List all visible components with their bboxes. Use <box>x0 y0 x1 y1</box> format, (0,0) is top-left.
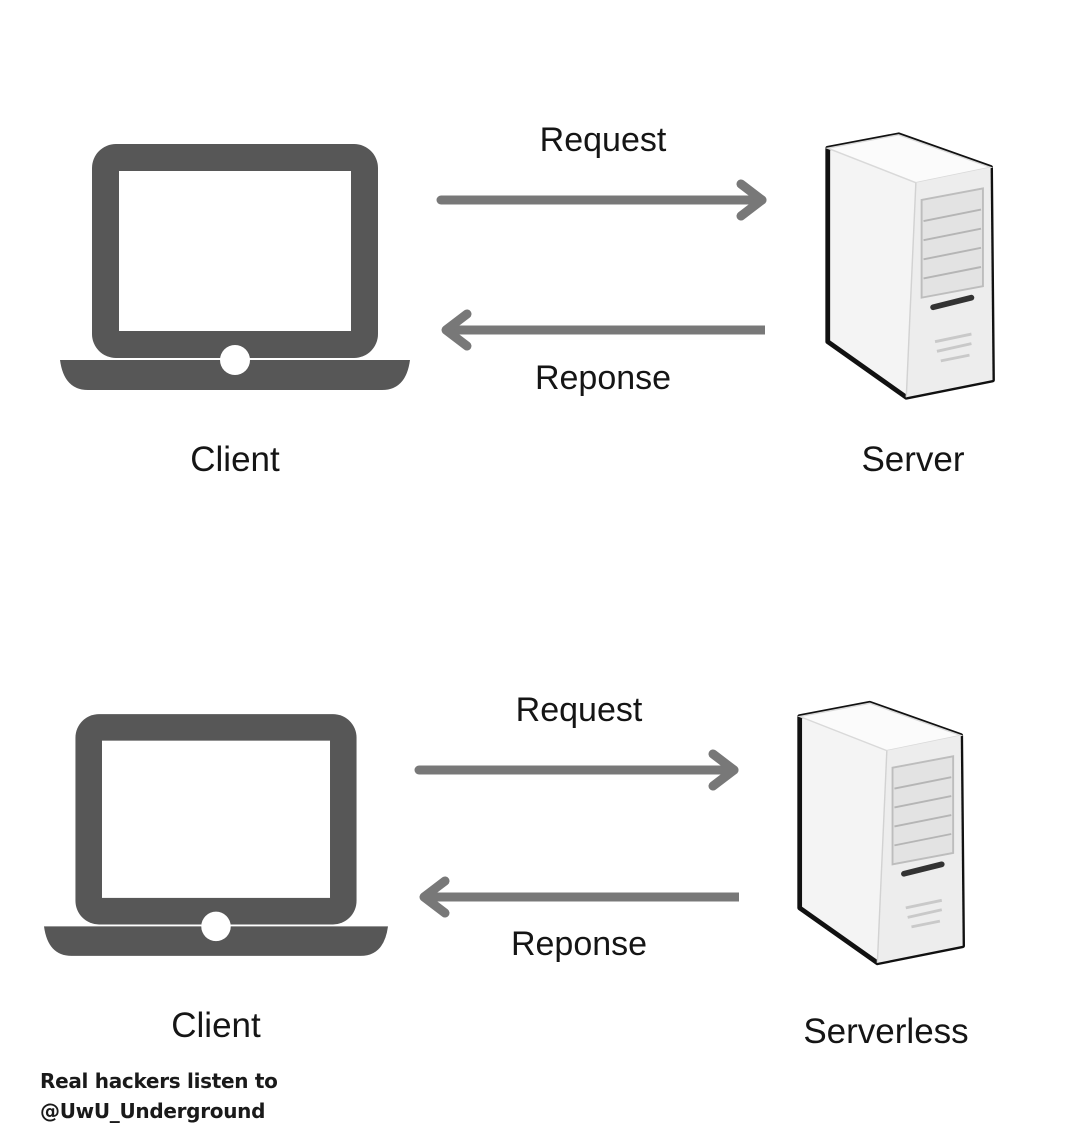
client-server-diagram: Request Reponse Client Server <box>0 0 1080 560</box>
laptop-icon <box>44 712 388 958</box>
serverless-label: Serverless <box>803 1012 969 1051</box>
response-label: Reponse <box>510 925 648 963</box>
credit-line-2: @UwU_Underground <box>40 1099 266 1123</box>
laptop-icon <box>60 142 410 392</box>
request-label: Request <box>539 121 667 159</box>
response-label: Reponse <box>534 359 672 397</box>
request-label: Request <box>515 691 643 729</box>
response-arrow <box>419 876 739 918</box>
request-arrow <box>436 179 767 221</box>
server-tower-icon <box>822 127 1004 407</box>
client-serverless-diagram: Request Reponse Client Serverless <box>0 560 1080 1120</box>
server-label: Server <box>861 440 965 479</box>
server-tower-icon <box>794 698 974 970</box>
credit-text: Real hackers listen to @UwU_Underground <box>40 1066 278 1126</box>
client-label: Client <box>190 440 280 479</box>
client-label: Client <box>171 1006 261 1045</box>
response-arrow <box>441 309 765 351</box>
request-arrow <box>414 749 739 791</box>
credit-line-1: Real hackers listen to <box>40 1069 278 1093</box>
